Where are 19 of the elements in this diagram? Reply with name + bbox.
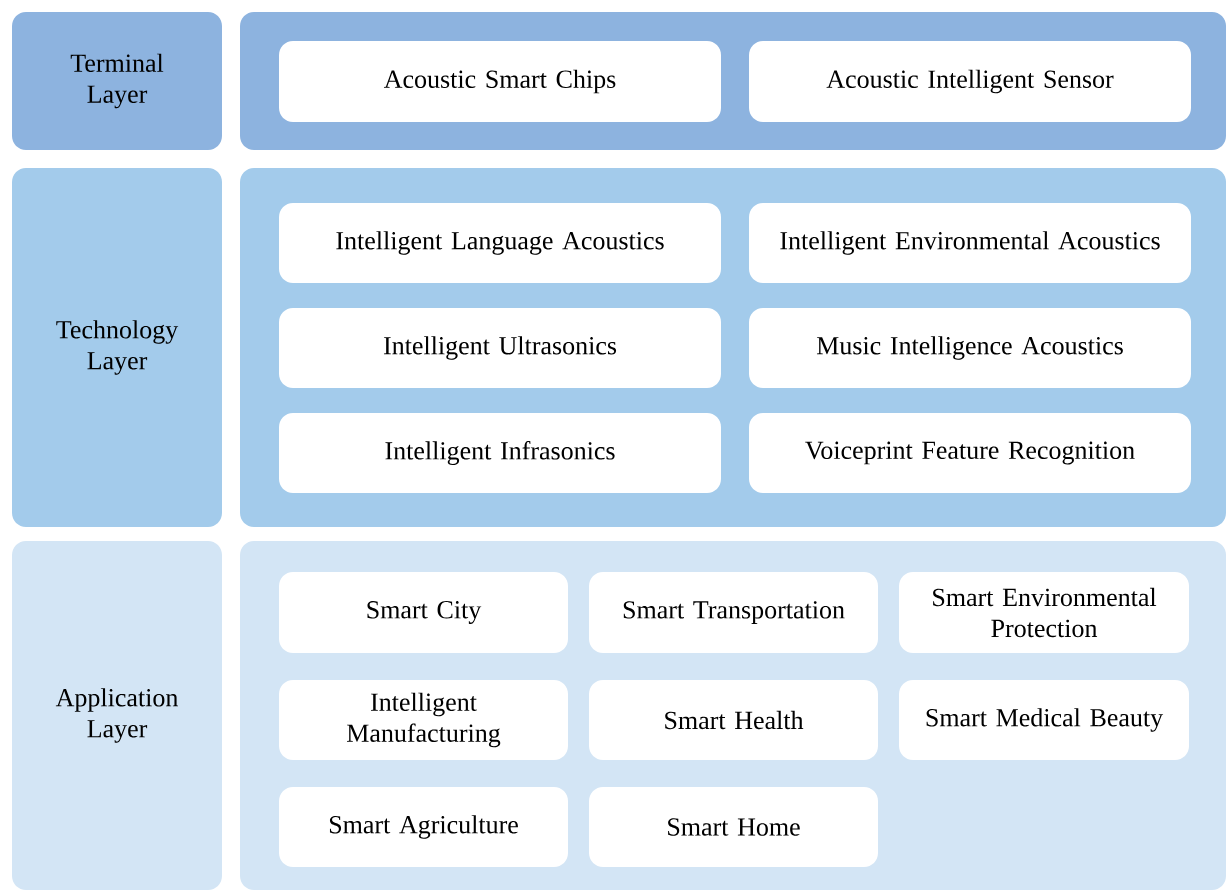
item-box: Intelligent Infrasonics	[279, 413, 721, 493]
item-box: Intelligent Ultrasonics	[279, 308, 721, 388]
layer-label-box: Technology Layer	[12, 168, 222, 527]
item-box: Smart Environmental Protection	[899, 572, 1189, 653]
item-box: Smart Health	[589, 680, 878, 760]
item-box: Voiceprint Feature Recognition	[749, 413, 1191, 493]
item-box: Smart Agriculture	[279, 787, 568, 867]
item-box: Acoustic Intelligent Sensor	[749, 41, 1191, 122]
item-box: Smart Transportation	[589, 572, 878, 653]
layer-label-box: Application Layer	[12, 541, 222, 890]
item-box: Smart Medical Beauty	[899, 680, 1189, 760]
item-box: Intelligent Manufacturing	[279, 680, 568, 760]
item-box: Acoustic Smart Chips	[279, 41, 721, 122]
item-box: Smart Home	[589, 787, 878, 867]
item-box: Smart City	[279, 572, 568, 653]
item-box: Music Intelligence Acoustics	[749, 308, 1191, 388]
layer-label-box: Terminal Layer	[12, 12, 222, 150]
item-box: Intelligent Environmental Acoustics	[749, 203, 1191, 283]
item-box: Intelligent Language Acoustics	[279, 203, 721, 283]
